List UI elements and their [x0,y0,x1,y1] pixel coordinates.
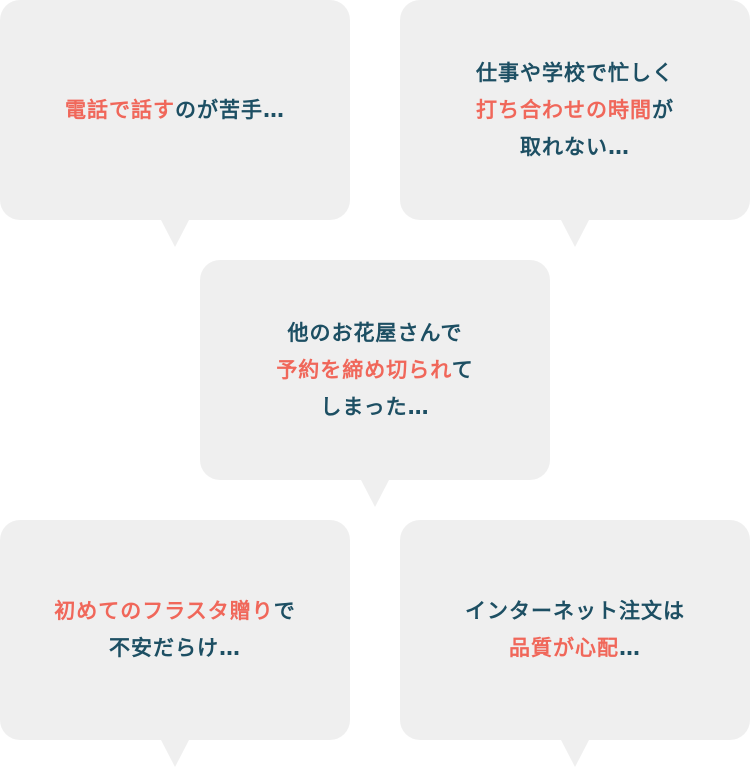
plain-text: で [273,599,296,623]
bubble-line: 予約を締め切られて [276,352,473,389]
bubble-line: インターネット注文は [465,593,685,630]
plain-text: 仕事や学校で忙しく [476,60,674,85]
speech-bubble-phone: 電話で話すのが苦手… [0,0,350,247]
plain-text: のが苦手… [175,97,285,122]
plain-text: … [619,636,641,660]
highlight-text: 品質が心配 [509,636,619,660]
bubble-line: 仕事や学校で忙しく [476,55,674,92]
highlight-text: 予約を締め切られ [276,357,452,382]
plain-text: 取れない… [520,134,630,159]
bubble-line: 電話で話すのが苦手… [65,92,285,129]
plain-text: が [652,97,674,122]
bubble-line: 不安だらけ… [54,630,296,667]
speech-bubble-busy: 仕事や学校で忙しく打ち合わせの時間が取れない… [400,0,750,247]
bubble-text: インターネット注文は品質が心配… [465,593,685,667]
bubble-line: 初めてのフラスタ贈りで [54,593,296,630]
highlight-text: 打ち合わせの時間 [476,97,652,122]
bubble-text: 仕事や学校で忙しく打ち合わせの時間が取れない… [476,55,674,166]
bubble-line: 品質が心配… [465,630,685,667]
plain-text: て [451,357,474,382]
bubble-line: 他のお花屋さんで [276,315,473,352]
bubble-line: 打ち合わせの時間が [476,92,674,129]
bubble-text: 電話で話すのが苦手… [65,92,285,129]
bubble-text: 初めてのフラスタ贈りで不安だらけ… [54,593,296,667]
highlight-text: 初めてのフラスタ贈り [54,599,274,623]
speech-bubble-quality: インターネット注文は品質が心配… [400,520,750,767]
plain-text: しまった… [320,394,430,419]
plain-text: インターネット注文は [465,599,685,623]
speech-bubble-reservation: 他のお花屋さんで予約を締め切られてしまった… [200,260,550,507]
highlight-text: 電話で話す [65,97,175,122]
bubble-line: 取れない… [476,129,674,166]
bubble-line: しまった… [276,389,473,426]
plain-text: 不安だらけ… [109,636,241,660]
bubble-text: 他のお花屋さんで予約を締め切られてしまった… [276,315,473,426]
speech-bubble-first-time: 初めてのフラスタ贈りで不安だらけ… [0,520,350,767]
plain-text: 他のお花屋さんで [287,320,463,345]
